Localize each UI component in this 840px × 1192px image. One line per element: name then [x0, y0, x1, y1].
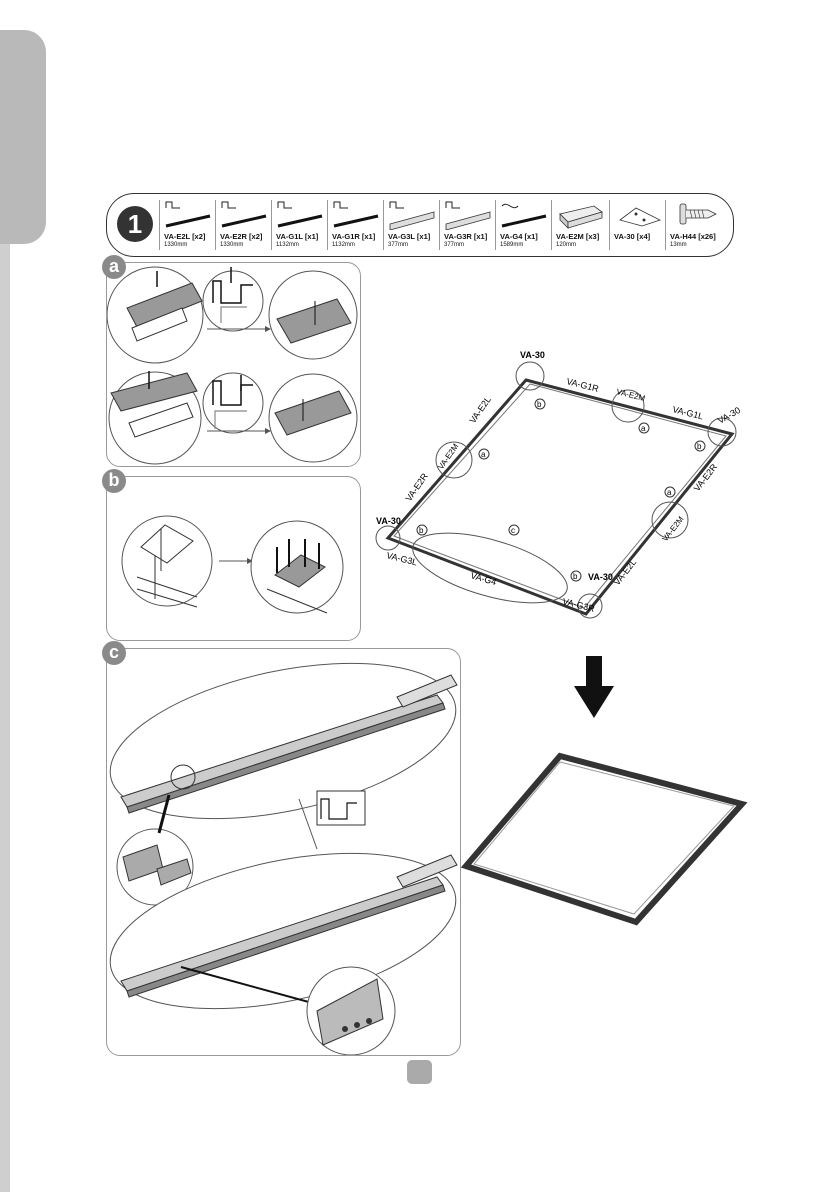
- frame-label-va30: VA-30: [716, 405, 742, 426]
- section-a-badge: a: [102, 255, 126, 279]
- part-item: VA-G3R [x1]377mm: [439, 200, 496, 250]
- screw-icon: [679, 203, 717, 225]
- frame-label-e2r: VA-E2R: [403, 471, 430, 503]
- frame-label-va30: VA-30: [588, 572, 613, 582]
- part-item: VA-30 [x4]: [609, 200, 666, 250]
- straight-profile-icon: [333, 201, 379, 228]
- section-b-badge: b: [102, 469, 126, 493]
- chapter-edge-tab: [0, 30, 46, 244]
- frame-label-e2m: VA-E2M: [616, 387, 647, 403]
- callout-b: b: [697, 442, 702, 451]
- callout-b: b: [419, 526, 424, 535]
- part-item: VA-G4 [x1]1589mm: [495, 200, 552, 250]
- frame-label-va30: VA-30: [520, 350, 545, 360]
- callout-a: a: [641, 424, 646, 433]
- channel-profile-icon: [445, 201, 491, 230]
- part-item: VA-G1L [x1]1132mm: [271, 200, 328, 250]
- callout-b: b: [537, 400, 542, 409]
- straight-profile-icon: [501, 203, 547, 228]
- straight-profile-icon: [221, 201, 267, 228]
- page-edge-strip: [0, 244, 10, 1192]
- parts-list-bar: 1 VA-E2L [x2]1330mm VA-E2R [x2]1330mm VA…: [106, 193, 734, 257]
- straight-profile-icon: [277, 201, 323, 228]
- corner-bracket-illustration: [121, 515, 344, 614]
- detail-panel-b: [106, 476, 361, 641]
- detail-panel-a: [106, 262, 361, 467]
- straight-profile-icon: [165, 201, 211, 228]
- frame-layout-diagram: VA-30 VA-G1R VA-E2M VA-G1L VA-30 VA-E2L …: [375, 350, 742, 619]
- section-c-badge: c: [102, 641, 126, 665]
- frame-label-e2l: VA-E2L: [612, 557, 639, 587]
- step-number-badge: 1: [117, 206, 153, 242]
- assembled-frame-illustration: [460, 752, 748, 926]
- frame-label-va30: VA-30: [376, 516, 401, 526]
- callout-a: a: [667, 488, 672, 497]
- callout-c: c: [511, 526, 515, 535]
- frame-label-g4: VA-G4: [469, 570, 497, 587]
- part-item: VA-E2M [x3]120mm: [551, 200, 610, 250]
- part-item: VA-G3L [x1]377mm: [383, 200, 440, 250]
- part-item: VA-G1R [x1]1132mm: [327, 200, 384, 250]
- result-arrow-icon: [574, 656, 614, 718]
- joint-assembly-illustration: [106, 266, 358, 465]
- callout-b: b: [573, 572, 578, 581]
- page-number-badge: [407, 1060, 432, 1084]
- joint-connector-icon: [559, 205, 603, 229]
- part-item: VA-E2R [x2]1330mm: [215, 200, 272, 250]
- detail-panel-c: [106, 648, 461, 1056]
- channel-profile-icon: [389, 201, 435, 230]
- part-item: VA-H44 [x26]13mm: [665, 200, 726, 250]
- corner-bracket-icon: [619, 207, 662, 227]
- part-item: VA-E2L [x2]1330mm: [159, 200, 216, 250]
- rail-joint-illustration: [109, 662, 458, 1056]
- callout-a: a: [481, 450, 486, 459]
